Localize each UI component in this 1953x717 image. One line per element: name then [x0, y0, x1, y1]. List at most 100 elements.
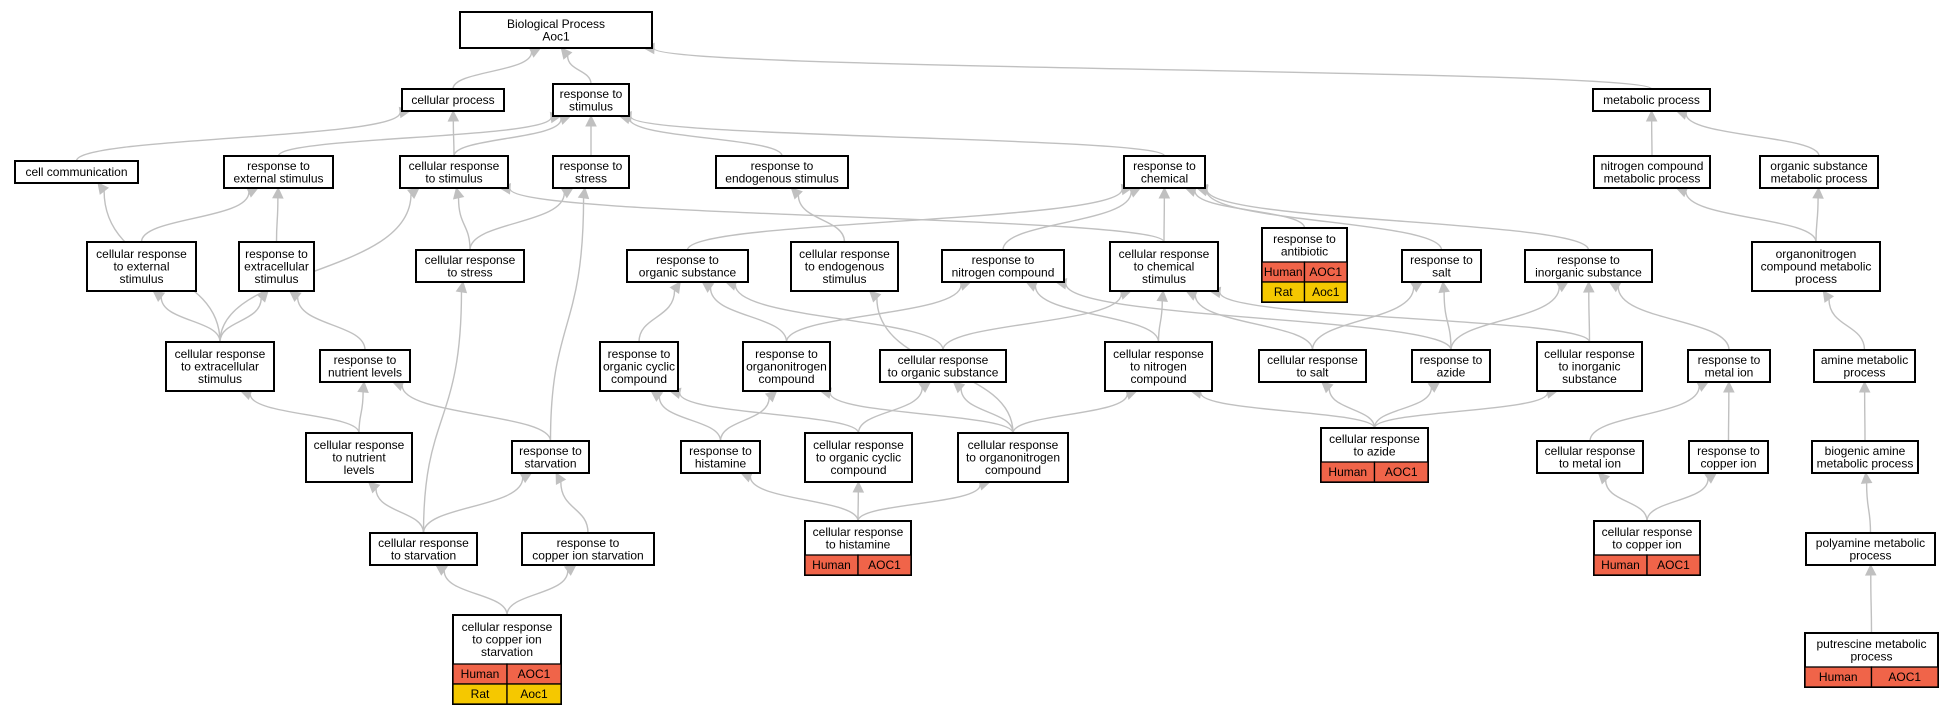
- node-label-line: organonitrogen: [746, 360, 827, 374]
- node-label-line: extracellular: [244, 260, 309, 274]
- node-box: [1123, 155, 1206, 189]
- node-box: [1524, 249, 1653, 283]
- node-label-line: Biological Process: [507, 17, 605, 31]
- node-label-line: to organonitrogen: [966, 451, 1060, 465]
- node-label-line: stimulus: [822, 272, 866, 286]
- gene-label: AOC1: [518, 667, 551, 681]
- node-label-line: polyamine metabolic: [1816, 536, 1925, 550]
- edge-response_to_stress-to-response_to_stimulus: [585, 114, 597, 156]
- node-box: [1109, 241, 1219, 292]
- node-box: [399, 155, 509, 189]
- node-cell-communication[interactable]: cell communication: [14, 160, 139, 184]
- edge-cellular_response_to_starvation-to-cellular_response_to_nutrient_levels: [367, 481, 425, 534]
- gene-label: AOC1: [1309, 265, 1342, 279]
- edge-cellular_response_to_nutrient_levels-to-response_to_nutrient_levels: [357, 380, 369, 434]
- node-label-line: to histamine: [826, 537, 891, 551]
- edge-cellular_process-to-bp: [452, 47, 542, 90]
- node-box: [305, 432, 413, 483]
- node-box: [415, 249, 525, 283]
- node-box: [552, 83, 630, 117]
- node-label-line: compound: [1130, 372, 1186, 386]
- edge-putrescine_metabolic_process-to-polyamine_metabolic_process: [1864, 563, 1877, 634]
- edge-response_to_copper_ion-to-response_to_metal_ion: [1723, 380, 1735, 442]
- node-label-line: stimulus: [198, 372, 242, 386]
- edge-cellular_response_to_azide-to-cellular_response_to_inorganic_substance: [1373, 387, 1559, 429]
- edge-amine_metabolic_process-to-organonitrogen_compound_metabolic_process: [1822, 290, 1866, 351]
- node-label-line: compound metabolic: [1761, 260, 1872, 274]
- node-box: [1593, 155, 1711, 189]
- edge-polyamine_metabolic_process-to-biogenic_amine_metabolic_process: [1860, 471, 1873, 534]
- edge-cellular_response_to_copper_ion_starvation-to-cellular_response_to_starvation: [435, 564, 508, 616]
- edge-response_to_metal_ion-to-response_to_inorganic_substance: [1608, 281, 1730, 351]
- node-label-line: to stress: [447, 265, 492, 279]
- node-label-line: cellular process: [411, 93, 494, 107]
- node-label-line: cellular response: [898, 353, 989, 367]
- node-cellular-process[interactable]: cellular process: [401, 88, 505, 112]
- node-metabolic-process[interactable]: metabolic process: [1592, 88, 1711, 112]
- node-box: [804, 432, 913, 483]
- node-label-line: azide: [1437, 365, 1466, 379]
- node-label-line: Aoc1: [542, 29, 570, 43]
- edge-response_to_organic_substance-to-response_to_chemical: [686, 183, 1134, 251]
- edge-cellular_response_to_chemical_stimulus-to-cellular_response_to_stimulus: [498, 183, 1165, 243]
- node-box: [715, 155, 849, 189]
- species-label: Human: [1601, 558, 1640, 572]
- edge-organonitrogen_compound_metabolic_process-to-nitrogen_compound_metabolic_process: [1675, 186, 1817, 243]
- gene-cell: [1870, 666, 1939, 688]
- node-label-line: response to: [1133, 159, 1196, 173]
- node-label-line: cellular response: [968, 438, 1059, 452]
- node-label-line: cell communication: [25, 165, 127, 179]
- edge-cellular_response_to_extracellular_stimulus-to-cellular_response_to_external_stimulus: [152, 290, 221, 343]
- gene-cell: [506, 683, 562, 705]
- edge-cellular_response_to_stress-to-response_to_stress: [469, 187, 574, 251]
- node-label-line: copper ion starvation: [532, 548, 643, 562]
